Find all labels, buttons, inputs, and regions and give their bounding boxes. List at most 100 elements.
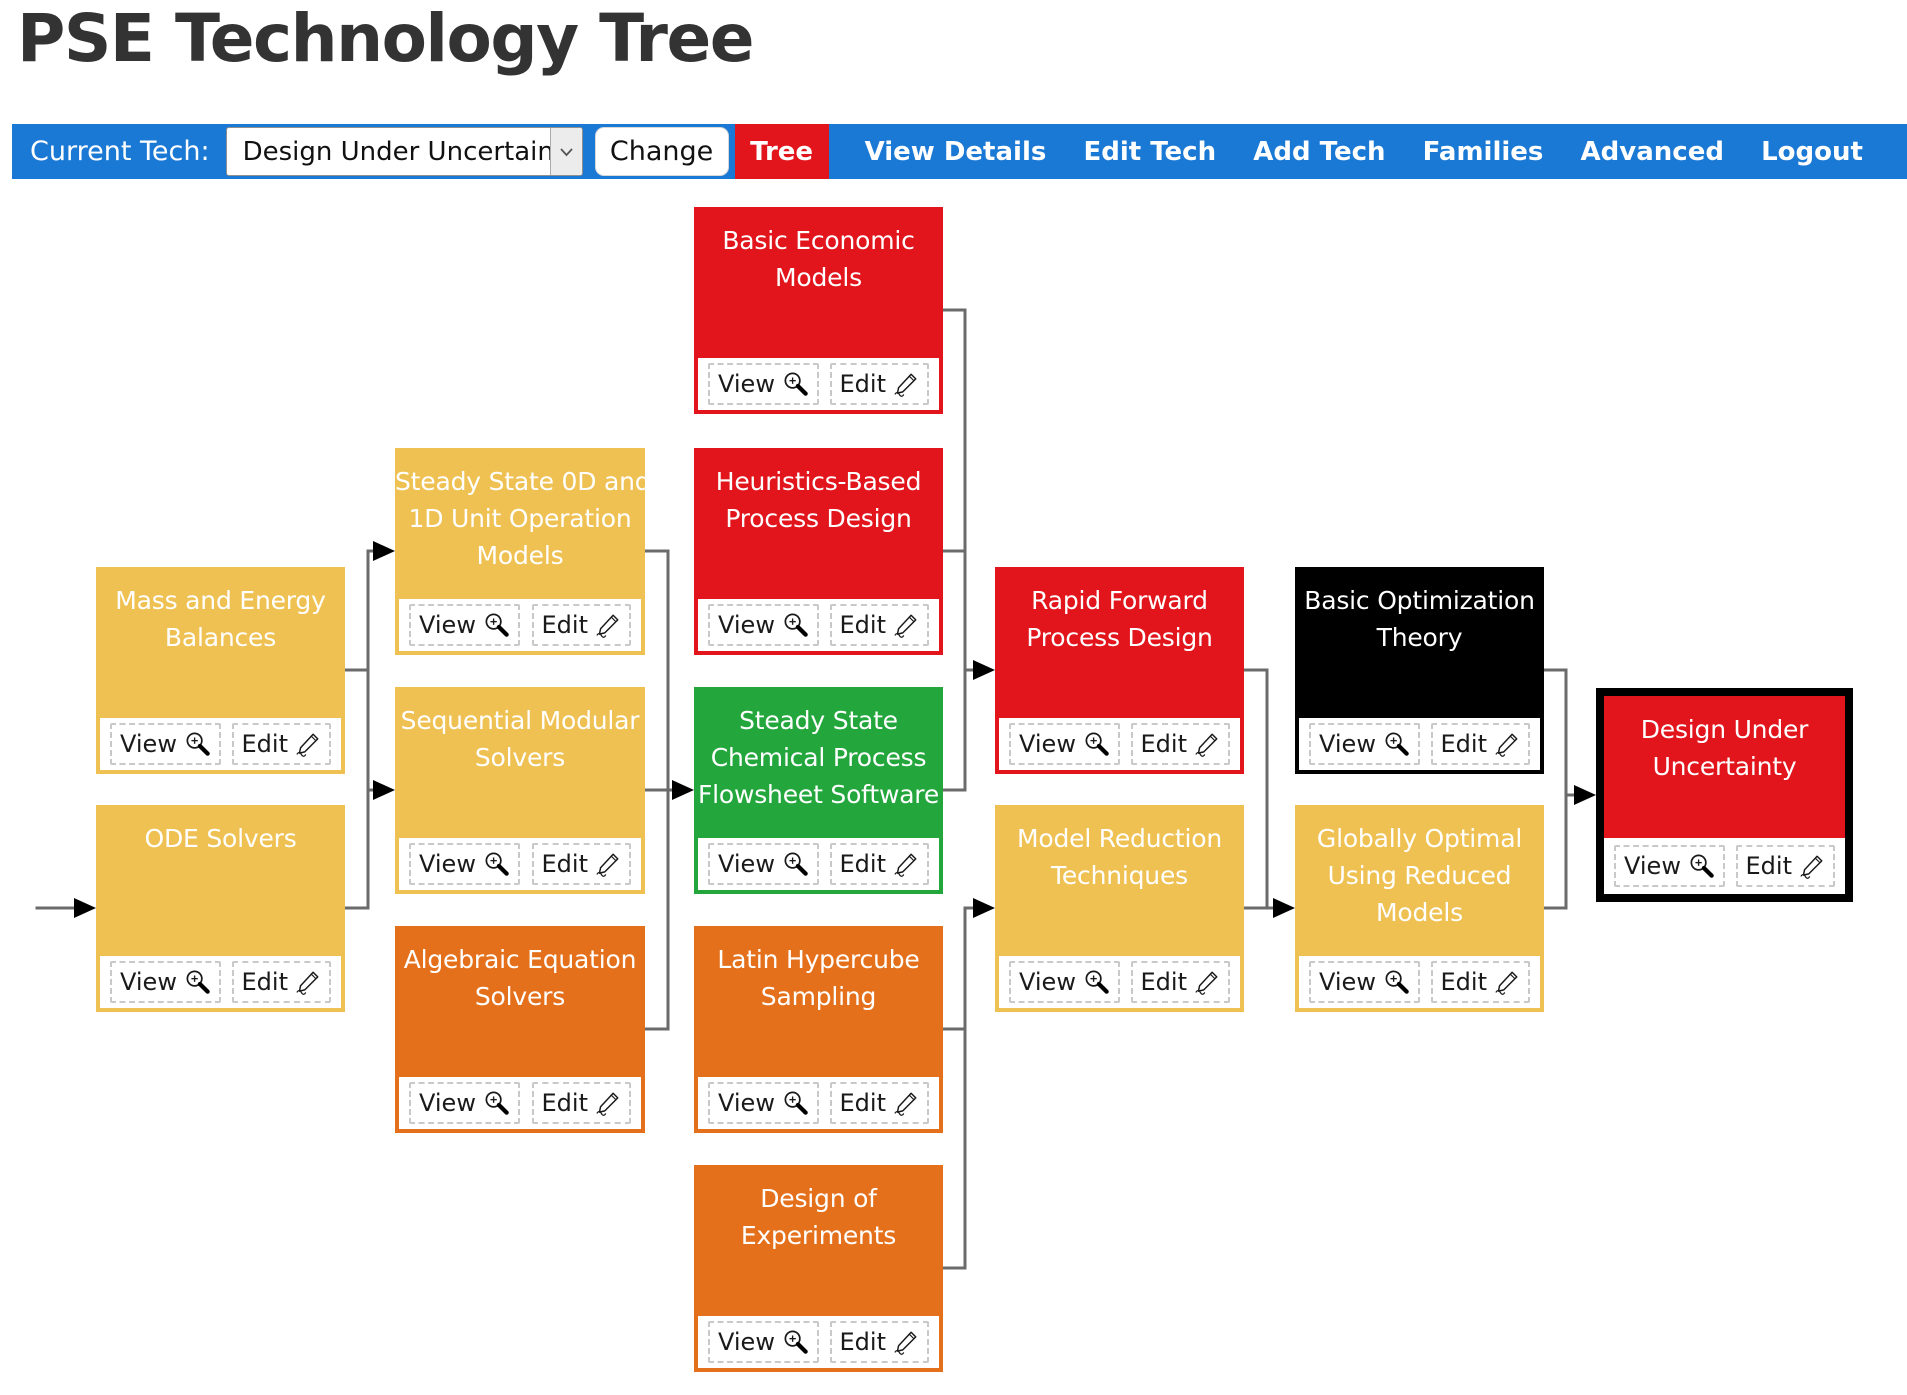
view-button-design-under-uncertainty[interactable]: View bbox=[1614, 845, 1725, 887]
tech-node-button-strip: View Edit bbox=[999, 956, 1240, 1008]
change-button[interactable]: Change bbox=[594, 127, 729, 176]
view-button-label: View bbox=[1319, 730, 1376, 758]
edit-button-label: Edit bbox=[541, 611, 588, 639]
zoom-in-icon bbox=[784, 613, 808, 637]
view-button-sequential-modular-solvers[interactable]: View bbox=[409, 843, 520, 885]
edit-pencil-icon bbox=[894, 1331, 917, 1355]
nav-item-add-tech[interactable]: Add Tech bbox=[1253, 136, 1386, 167]
edit-button-sequential-modular-solvers[interactable]: Edit bbox=[531, 843, 631, 885]
view-button-rapid-forward-process-design[interactable]: View bbox=[1009, 723, 1120, 765]
page-title: PSE Technology Tree bbox=[17, 0, 754, 77]
edit-pencil-icon bbox=[1800, 855, 1823, 879]
edit-button-label: Edit bbox=[1140, 730, 1187, 758]
zoom-in-icon bbox=[485, 852, 509, 876]
zoom-in-icon bbox=[186, 732, 210, 756]
view-button-label: View bbox=[419, 1089, 476, 1117]
view-button-ode-solvers[interactable]: View bbox=[110, 961, 221, 1003]
navbar: Current Tech: Design Under Uncertaint Ch… bbox=[12, 124, 1907, 179]
edit-button-label: Edit bbox=[541, 850, 588, 878]
nav-item-view-details[interactable]: View Details bbox=[864, 136, 1047, 167]
zoom-in-icon bbox=[1385, 970, 1409, 994]
tech-node-button-strip: View Edit bbox=[1604, 838, 1845, 894]
edit-button-label: Edit bbox=[1745, 852, 1792, 880]
current-tech-select[interactable]: Design Under Uncertaint bbox=[225, 127, 583, 176]
view-button-label: View bbox=[718, 611, 775, 639]
view-button-algebraic-equation-solvers[interactable]: View bbox=[409, 1082, 520, 1124]
view-button-label: View bbox=[120, 730, 177, 758]
edit-button-steady-state-0d-1d-unit-operation-models[interactable]: Edit bbox=[531, 604, 631, 646]
edit-button-label: Edit bbox=[1440, 730, 1487, 758]
view-button-model-reduction-techniques[interactable]: View bbox=[1009, 961, 1120, 1003]
tech-node-button-strip: View Edit bbox=[698, 1077, 939, 1129]
edit-pencil-icon bbox=[596, 614, 619, 638]
view-button-steady-state-chemical-process-flowsheet-software[interactable]: View bbox=[708, 843, 819, 885]
view-button-basic-optimization-theory[interactable]: View bbox=[1309, 723, 1420, 765]
zoom-in-icon bbox=[784, 372, 808, 396]
zoom-in-icon bbox=[1385, 732, 1409, 756]
edit-pencil-icon bbox=[894, 1092, 917, 1116]
tech-node-button-strip: View Edit bbox=[999, 718, 1240, 770]
view-button-steady-state-0d-1d-unit-operation-models[interactable]: View bbox=[409, 604, 520, 646]
edit-pencil-icon bbox=[1495, 971, 1518, 995]
edit-button-basic-optimization-theory[interactable]: Edit bbox=[1430, 723, 1530, 765]
view-button-design-of-experiments[interactable]: View bbox=[708, 1321, 819, 1363]
edit-button-model-reduction-techniques[interactable]: Edit bbox=[1130, 961, 1230, 1003]
tech-node-title: ODE Solvers bbox=[144, 824, 297, 853]
current-tech-select-value: Design Under Uncertaint bbox=[242, 136, 550, 167]
select-dropdown-arrow-icon[interactable] bbox=[549, 128, 582, 175]
edit-button-mass-and-energy-balances[interactable]: Edit bbox=[231, 723, 331, 765]
edit-button-label: Edit bbox=[1440, 968, 1487, 996]
edit-button-rapid-forward-process-design[interactable]: Edit bbox=[1130, 723, 1230, 765]
zoom-in-icon bbox=[1085, 970, 1109, 994]
edit-button-basic-economic-models[interactable]: Edit bbox=[829, 363, 929, 405]
nav-item-advanced[interactable]: Advanced bbox=[1580, 136, 1724, 167]
edit-button-latin-hypercube-sampling[interactable]: Edit bbox=[829, 1082, 929, 1124]
view-button-label: View bbox=[718, 1089, 775, 1117]
edit-button-steady-state-chemical-process-flowsheet-software[interactable]: Edit bbox=[829, 843, 929, 885]
edit-button-label: Edit bbox=[839, 850, 886, 878]
nav-item-logout[interactable]: Logout bbox=[1761, 136, 1863, 167]
edit-button-label: Edit bbox=[1140, 968, 1187, 996]
nav-item-families[interactable]: Families bbox=[1422, 136, 1544, 167]
edit-button-algebraic-equation-solvers[interactable]: Edit bbox=[531, 1082, 631, 1124]
edit-button-design-under-uncertainty[interactable]: Edit bbox=[1735, 845, 1835, 887]
nav-item-edit-tech[interactable]: Edit Tech bbox=[1083, 136, 1217, 167]
zoom-in-icon bbox=[784, 1330, 808, 1354]
view-button-heuristics-based-process-design[interactable]: View bbox=[708, 604, 819, 646]
edit-button-globally-optimal-using-reduced-models[interactable]: Edit bbox=[1430, 961, 1530, 1003]
view-button-basic-economic-models[interactable]: View bbox=[708, 363, 819, 405]
view-button-mass-and-energy-balances[interactable]: View bbox=[110, 723, 221, 765]
tab-tree[interactable]: Tree bbox=[734, 124, 829, 179]
edit-button-ode-solvers[interactable]: Edit bbox=[231, 961, 331, 1003]
zoom-in-icon bbox=[485, 1091, 509, 1115]
view-button-latin-hypercube-sampling[interactable]: View bbox=[708, 1082, 819, 1124]
edit-button-heuristics-based-process-design[interactable]: Edit bbox=[829, 604, 929, 646]
edit-button-label: Edit bbox=[541, 1089, 588, 1117]
edit-pencil-icon bbox=[894, 373, 917, 397]
edit-pencil-icon bbox=[296, 733, 319, 757]
edit-button-design-of-experiments[interactable]: Edit bbox=[829, 1321, 929, 1363]
view-button-label: View bbox=[120, 968, 177, 996]
tech-node-button-strip: View Edit bbox=[698, 838, 939, 890]
view-button-globally-optimal-using-reduced-models[interactable]: View bbox=[1309, 961, 1420, 1003]
